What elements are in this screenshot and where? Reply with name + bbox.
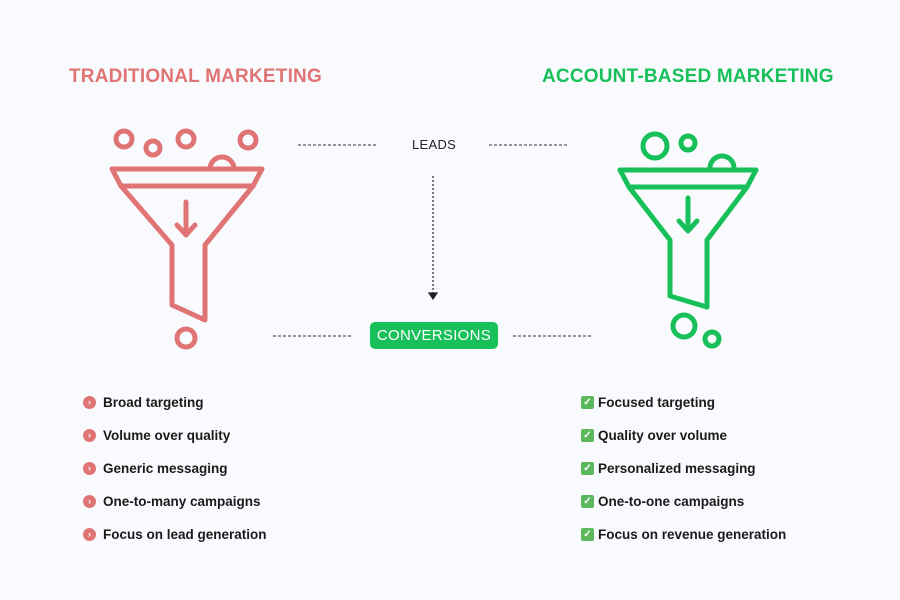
- item-label: One-to-many campaigns: [103, 494, 261, 509]
- leads-label: LEADS: [412, 137, 457, 152]
- check-box-icon: ✓: [581, 429, 594, 442]
- item-label: Quality over volume: [598, 428, 728, 443]
- chevron-right-circle-icon: ›: [83, 495, 96, 508]
- item-label: Focus on lead generation: [103, 527, 267, 542]
- list-item: ✓ Personalized messaging: [581, 452, 786, 485]
- traditional-marketing-title: TRADITIONAL MARKETING: [69, 66, 322, 87]
- list-item: › Volume over quality: [83, 419, 267, 452]
- list-item: › One-to-many campaigns: [83, 485, 267, 518]
- conversions-badge: CONVERSIONS: [370, 322, 498, 349]
- check-box-icon: ✓: [581, 462, 594, 475]
- chevron-right-circle-icon: ›: [83, 396, 96, 409]
- list-item: ✓ Focused targeting: [581, 386, 786, 419]
- traditional-list: › Broad targeting › Volume over quality › G…: [83, 386, 267, 551]
- list-item: ✓ Quality over volume: [581, 419, 786, 452]
- list-item: › Broad targeting: [83, 386, 267, 419]
- item-label: Volume over quality: [103, 428, 231, 443]
- chevron-right-circle-icon: ›: [83, 528, 96, 541]
- list-item: ✓ One-to-one campaigns: [581, 485, 786, 518]
- list-item: › Focus on lead generation: [83, 518, 267, 551]
- item-label: Personalized messaging: [598, 461, 756, 476]
- abm-funnel-icon: [617, 131, 759, 349]
- check-box-icon: ✓: [581, 495, 594, 508]
- check-box-icon: ✓: [581, 528, 594, 541]
- chevron-right-circle-icon: ›: [83, 462, 96, 475]
- dashed-connectors: [273, 144, 593, 337]
- item-label: Broad targeting: [103, 395, 204, 410]
- list-item: › Generic messaging: [83, 452, 267, 485]
- traditional-funnel-icon: [109, 128, 265, 350]
- down-arrow-icon: [427, 176, 439, 301]
- list-item: ✓ Focus on revenue generation: [581, 518, 786, 551]
- check-box-icon: ✓: [581, 396, 594, 409]
- abm-title: ACCOUNT-BASED MARKETING: [542, 66, 834, 87]
- item-label: Generic messaging: [103, 461, 228, 476]
- abm-list: ✓Focused targeting ✓Quality over volume …: [581, 386, 786, 551]
- chevron-right-circle-icon: ›: [83, 429, 96, 442]
- item-label: One-to-one campaigns: [598, 494, 745, 509]
- item-label: Focused targeting: [598, 395, 716, 410]
- item-label: Focus on revenue generation: [598, 527, 787, 542]
